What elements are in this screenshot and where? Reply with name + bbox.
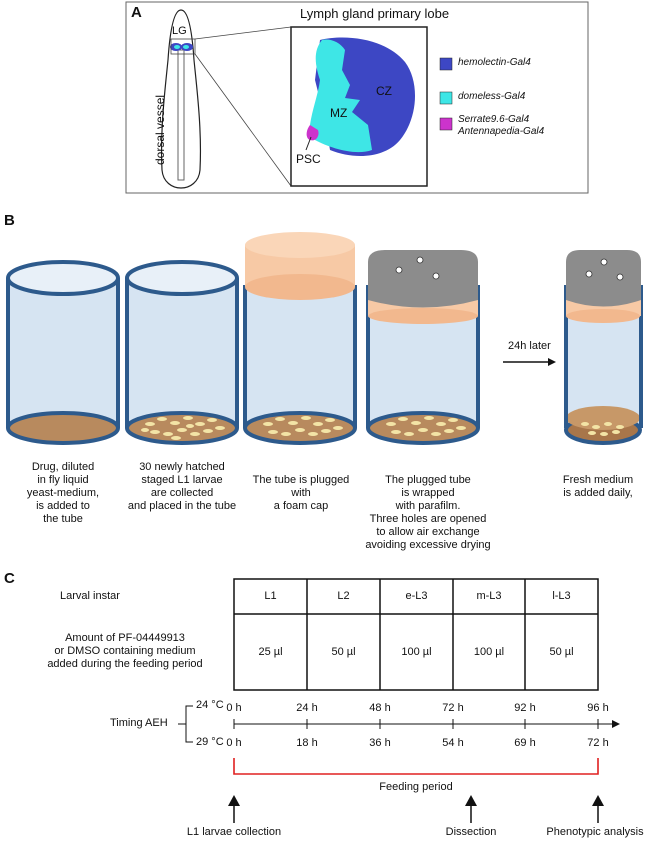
time-29-tick: 54 h [442, 737, 464, 749]
air-hole [416, 256, 424, 264]
amount-cell: 50 µl [331, 646, 356, 658]
instar-cell: l-L3 [552, 590, 571, 602]
event-phenotypic-analysis: Phenotypic analysis [546, 826, 644, 838]
temp-24-label: 24 °C [196, 699, 224, 711]
caption-3: The tube is plugged with a foam cap [252, 474, 350, 512]
lg-label: LG [172, 25, 187, 37]
caption-4: The plugged tube is wrapped with parafil… [365, 474, 491, 551]
tube-5 [564, 250, 643, 445]
event-arrows [228, 795, 604, 823]
temp-29-label: 29 °C [196, 736, 224, 748]
larva-body [160, 9, 202, 189]
time-24-tick: 0 h [226, 702, 242, 714]
amount-cell: 100 µl [401, 646, 432, 658]
time-24-tick: 92 h [514, 702, 536, 714]
psc-label: PSC [296, 152, 321, 166]
instar-table [233, 578, 599, 691]
instar-cell: L2 [337, 590, 350, 602]
larval-instar-label: Larval instar [60, 590, 120, 602]
panel-a-frame [125, 1, 589, 194]
dorsal-vessel-label: dorsal vessel [153, 94, 167, 165]
instar-cell: e-L3 [405, 590, 428, 602]
air-hole [616, 273, 624, 281]
psc-region [306, 125, 319, 141]
time-24-tick: 72 h [442, 702, 464, 714]
zoom-box [170, 38, 196, 55]
instar-cell: m-L3 [476, 590, 502, 602]
air-hole [585, 270, 593, 278]
caption-2: 30 newly hatched staged L1 larvae are co… [127, 461, 237, 512]
amount-cell: 50 µl [549, 646, 574, 658]
lymph-gland-title: Lymph gland primary lobe [300, 6, 450, 21]
mz-label: MZ [330, 106, 348, 120]
time-24-tick: 96 h [587, 702, 609, 714]
air-hole [432, 272, 440, 280]
time-24-tick: 48 h [369, 702, 391, 714]
panel-b-label: B [4, 212, 15, 229]
air-hole [600, 258, 608, 266]
time-29-tick: 18 h [296, 737, 318, 749]
instar-cell: L1 [264, 590, 277, 602]
timeline-ticks [233, 719, 599, 729]
panel-c-label: C [4, 570, 15, 587]
amount-label: Amount of PF-04449913 or DMSO containing… [47, 632, 203, 670]
temp-bracket [185, 705, 193, 743]
dorsal-vessel [177, 49, 185, 181]
feeding-period-label: Feeding period [379, 781, 453, 793]
tube-4 [366, 250, 480, 445]
panel-a-label: A [131, 4, 142, 21]
caption-5: Fresh medium is added daily, [562, 474, 634, 499]
time-29-tick: 0 h [226, 737, 242, 749]
tube-2 [125, 260, 239, 445]
legend-swatch-hemolectin [439, 57, 453, 71]
parafilm-wrap [566, 250, 641, 307]
parafilm-wrap [368, 250, 478, 308]
event-l1-collection: L1 larvae collection [186, 826, 282, 838]
legend-swatch-serrate [439, 117, 453, 131]
cz-label: CZ [376, 84, 392, 98]
time-29-tick: 36 h [369, 737, 391, 749]
mz-region [310, 39, 372, 153]
event-dissection: Dissection [445, 826, 497, 838]
amount-cell: 100 µl [473, 646, 505, 658]
legend-swatch-domeless [439, 91, 453, 105]
time-29-tick: 72 h [587, 737, 609, 749]
24h-later-label: 24h later [508, 340, 551, 352]
timing-aeh-label: Timing AEH [110, 717, 168, 729]
legend-label-hemolectin: hemolectin-Gal4 [458, 57, 531, 68]
legend-label-serrate: Serrate9.6-Gal4 Antennapedia-Gal4 [458, 114, 545, 137]
air-hole [395, 266, 403, 274]
time-24-tick: 24 h [296, 702, 318, 714]
feeding-period-bracket [233, 758, 599, 775]
caption-1: Drug, diluted in fly liquid yeast-medium… [26, 461, 100, 525]
amount-cell: 25 µl [258, 646, 283, 658]
tube-1 [6, 260, 120, 445]
legend-label-domeless: domeless-Gal4 [458, 91, 526, 102]
tube-3 [243, 232, 357, 445]
time-29-tick: 69 h [514, 737, 536, 749]
